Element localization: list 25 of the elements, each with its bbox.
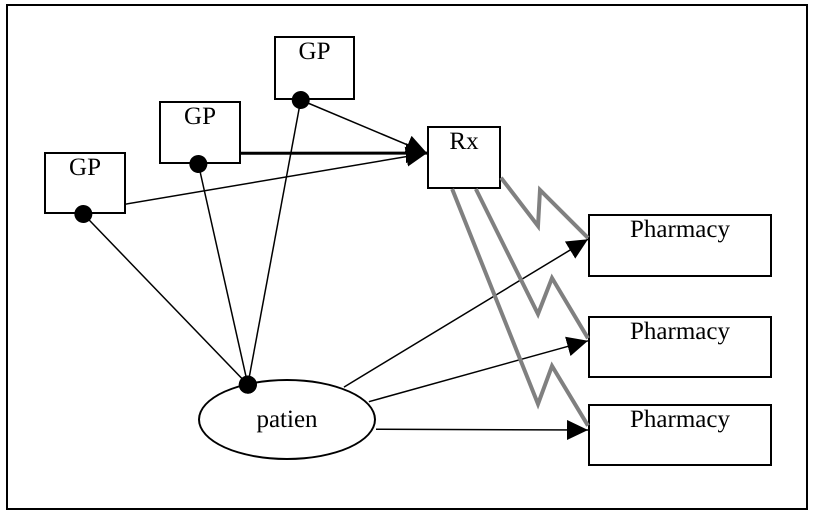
process-box — [44, 152, 126, 214]
process-box — [588, 316, 772, 378]
node-label: patien — [256, 406, 318, 434]
process-box — [159, 101, 241, 164]
arrow — [241, 143, 427, 164]
node-label: GP — [184, 103, 216, 130]
arrow — [126, 146, 428, 205]
process-box — [588, 404, 772, 466]
node-label: Pharmacy — [630, 406, 730, 434]
arrow — [376, 420, 588, 440]
node-label: Pharmacy — [630, 216, 730, 244]
process-box — [274, 36, 355, 100]
zigzag-line — [499, 176, 590, 240]
node-label: GP — [69, 154, 101, 182]
arrow — [368, 336, 588, 402]
process-box — [588, 214, 772, 277]
node-label: GP — [298, 38, 330, 66]
node-label: Pharmacy — [630, 318, 730, 346]
zigzag-line — [474, 188, 590, 340]
prescription-box — [427, 126, 501, 189]
patient-ellipse — [198, 379, 376, 460]
zigzag-line — [450, 188, 590, 427]
dot-connector — [238, 91, 310, 394]
node-label: Rx — [449, 128, 479, 156]
arrow — [344, 238, 588, 388]
